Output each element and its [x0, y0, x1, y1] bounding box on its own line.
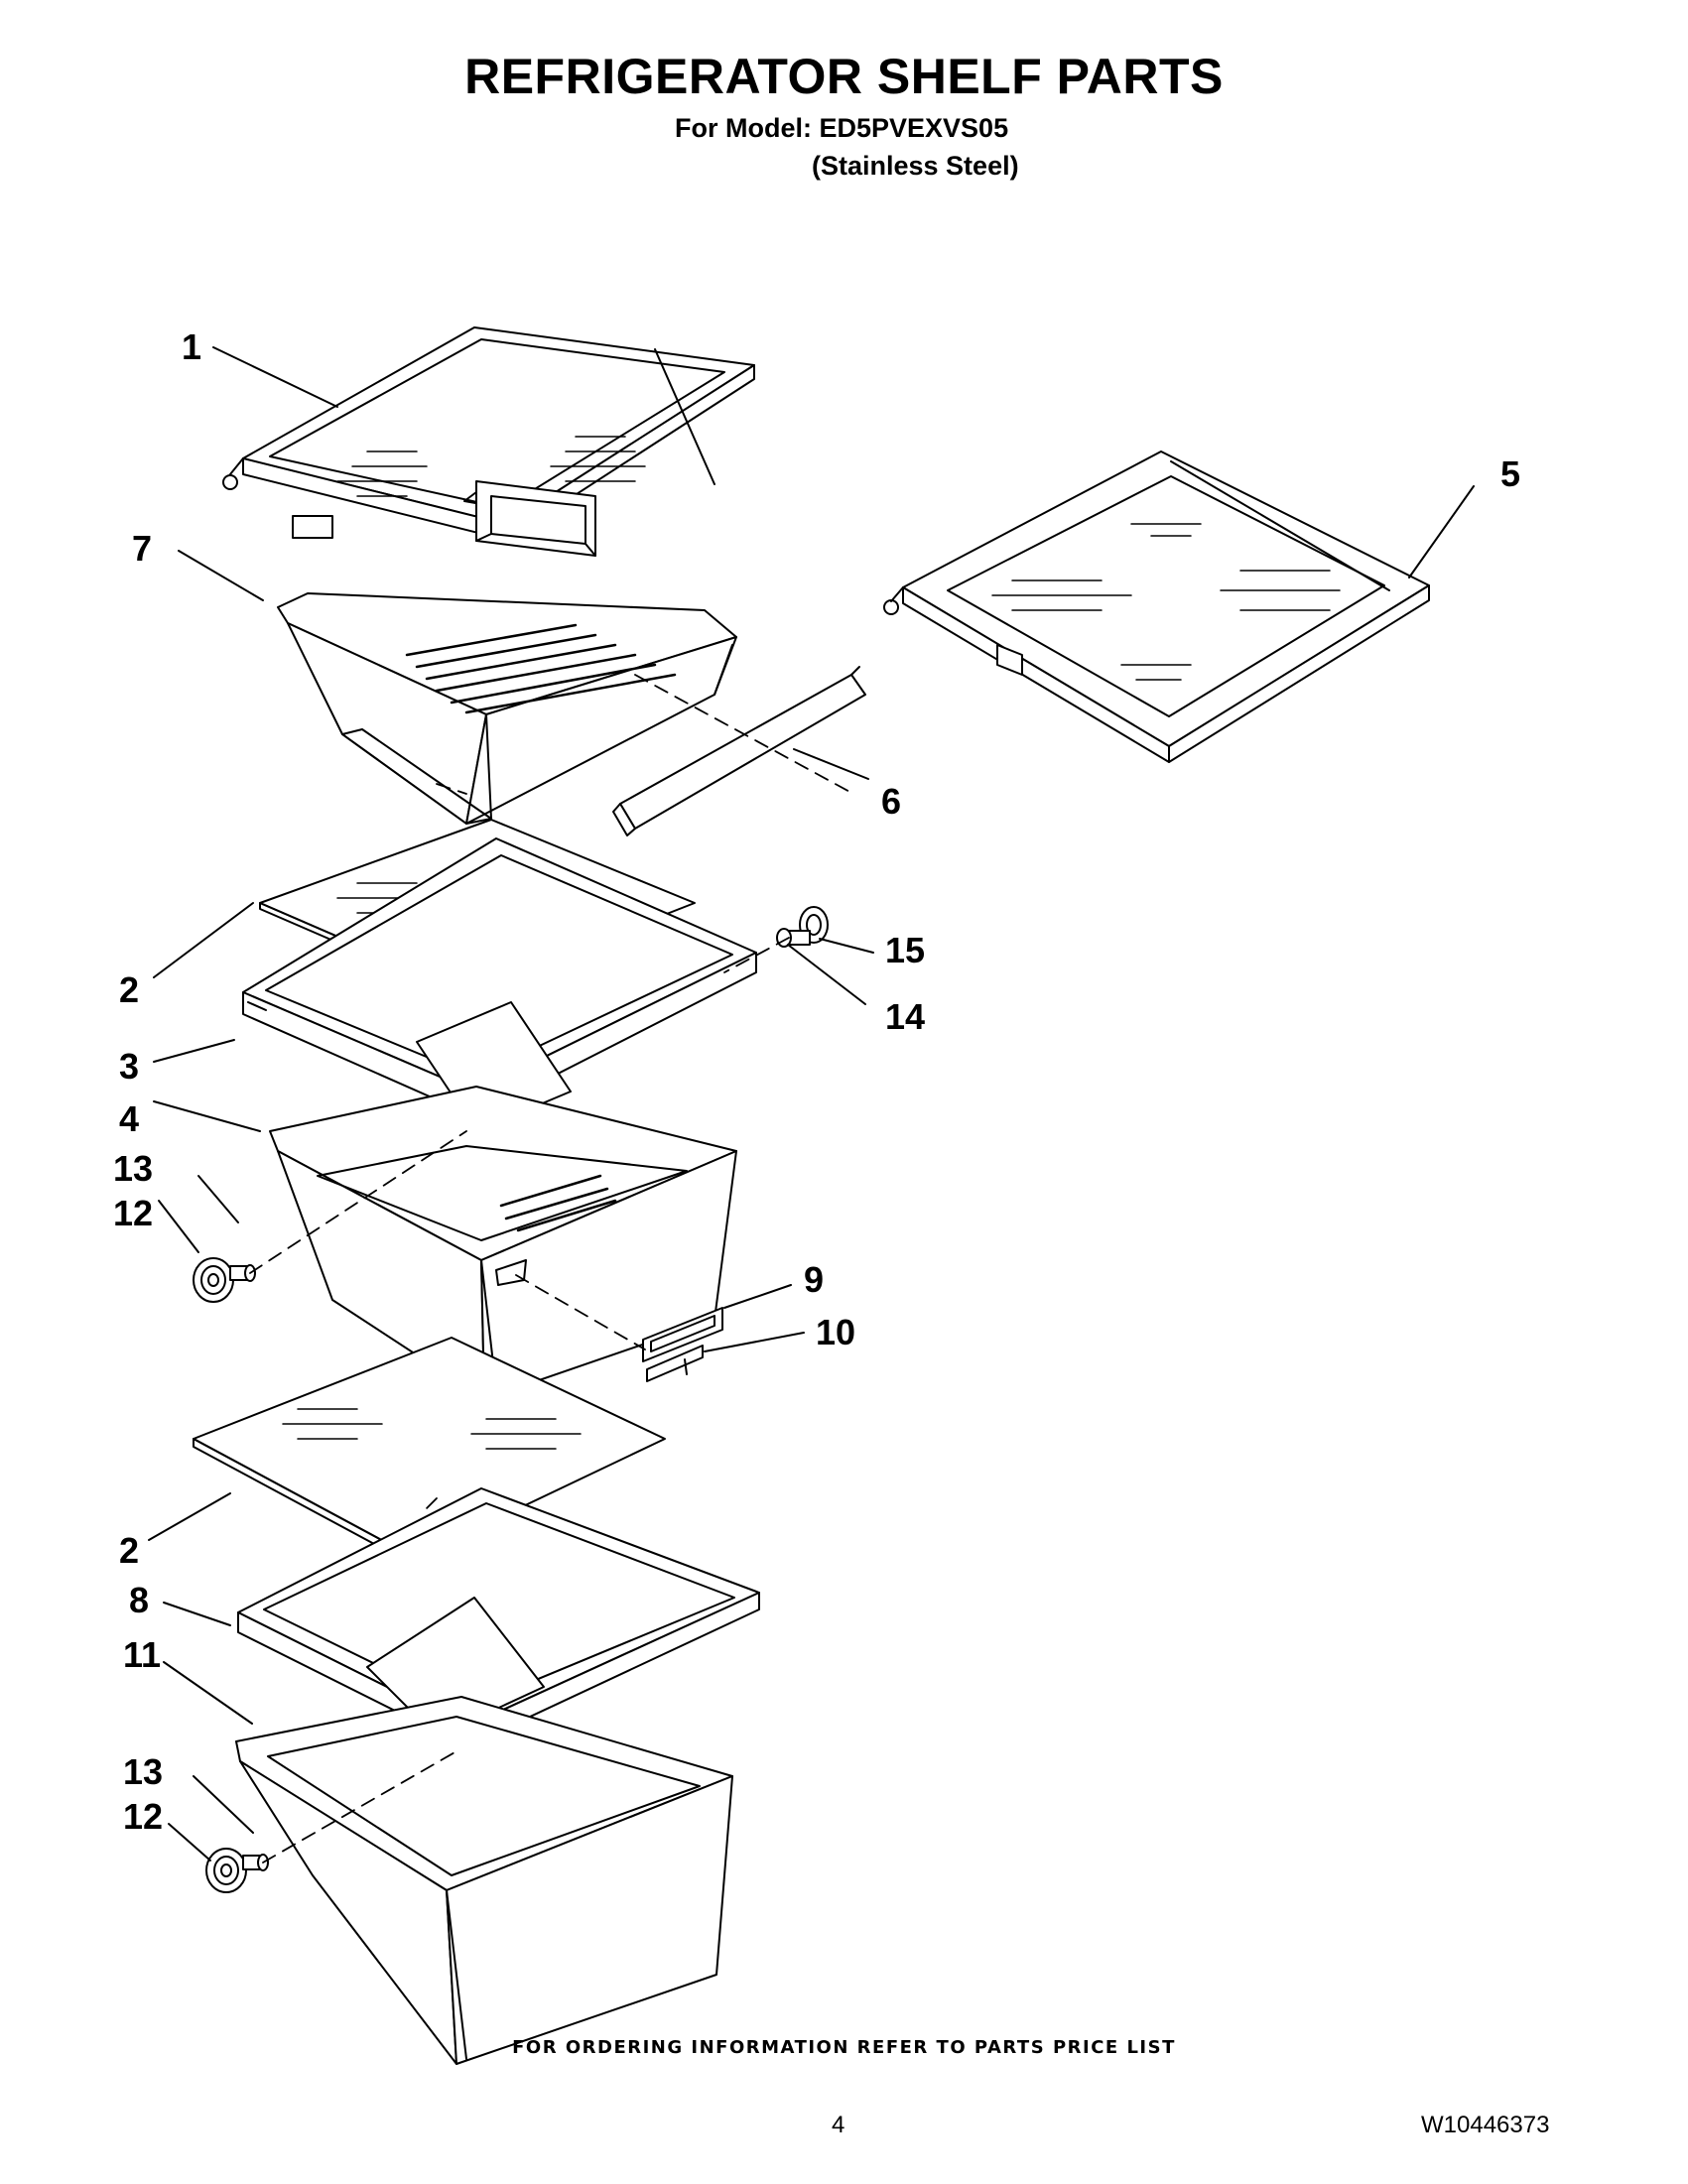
callout-9: 9 [804, 1259, 824, 1300]
part-12-roller-lower [205, 1848, 247, 1893]
part-5-side-shelf [883, 450, 1430, 763]
model-number: For Model: ED5PVEXVS05 [675, 113, 1009, 143]
callout-13-lower: 13 [123, 1751, 163, 1792]
ordering-note: FOR ORDERING INFORMATION REFER TO PARTS … [512, 2037, 1176, 2058]
callout-12-lower: 12 [123, 1796, 163, 1837]
callout-5: 5 [1500, 453, 1520, 494]
callout-4: 4 [119, 1098, 139, 1139]
callout-6: 6 [881, 781, 901, 822]
document-number: W10446373 [1421, 2112, 1550, 2138]
callout-12-upper: 12 [113, 1193, 153, 1233]
model-color: (Stainless Steel) [812, 151, 1019, 181]
callout-14: 14 [885, 996, 925, 1037]
part-4-middle-drawer [269, 1086, 737, 1400]
part-13-roller-pin-lower [242, 1854, 269, 1871]
callout-8: 8 [129, 1580, 149, 1620]
callout-13-upper: 13 [113, 1148, 153, 1189]
callout-15: 15 [885, 930, 925, 970]
callout-11: 11 [123, 1634, 161, 1675]
part-10-clip-insert [646, 1345, 704, 1382]
callout-leader-lines [148, 346, 1475, 1862]
part-1-upper-shelf-frame [222, 326, 755, 557]
assembly-guide-lines [249, 674, 854, 1863]
callout-7: 7 [132, 528, 152, 569]
part-14-roller-axle [776, 928, 811, 948]
part-11-lower-drawer [235, 1696, 733, 2065]
callout-1: 1 [182, 326, 201, 367]
callout-3: 3 [119, 1046, 139, 1087]
callout-2-lower: 2 [119, 1530, 139, 1571]
part-12-roller-upper [193, 1257, 234, 1303]
callout-2-upper: 2 [119, 969, 139, 1010]
page-title: REFRIGERATOR SHELF PARTS [464, 49, 1224, 104]
callout-10: 10 [816, 1312, 855, 1352]
part-7-upper-drawer [277, 592, 737, 825]
part-9-clip [642, 1307, 723, 1362]
part-6-trim-strip [612, 666, 866, 836]
page-number: 4 [832, 2112, 845, 2138]
part-8-lower-drawer-cover-frame [237, 1487, 760, 1747]
